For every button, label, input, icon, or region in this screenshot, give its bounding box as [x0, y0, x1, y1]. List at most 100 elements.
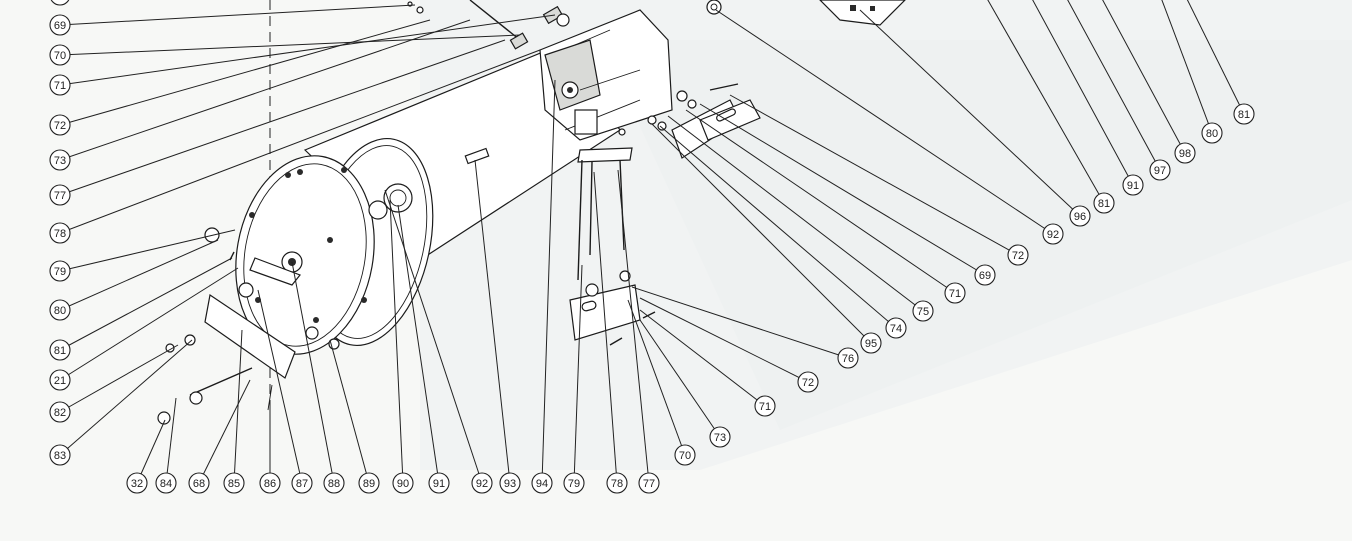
callout-bubble [49, 401, 71, 423]
part-number: 69 [54, 20, 66, 32]
callout-bottom-92: 92 [384, 189, 493, 494]
leader-line [1161, 0, 1213, 134]
leader-line [59, 39, 506, 196]
leader-line [859, 9, 1081, 217]
callout-bottom-75: 75 [667, 115, 934, 322]
callout-left-71: 71 [49, 14, 556, 96]
part-number: 92 [1047, 229, 1059, 241]
callout-bubble [1042, 223, 1064, 245]
callout-left-79: 79 [49, 229, 236, 282]
callout-bubble [428, 472, 450, 494]
callout-bottom-77: 77 [617, 169, 660, 494]
callout-bottom-95: 95 [651, 123, 882, 354]
part-number: 91 [1127, 180, 1139, 192]
callout-bubble [49, 149, 71, 171]
callout-bubble [358, 472, 380, 494]
callout-bottom-91: 91 [1032, 0, 1144, 196]
part-number: 72 [1012, 250, 1024, 262]
cross-hub-pulley [539, 0, 722, 141]
callout-bottom-32: 32 [126, 419, 166, 494]
callout-bubble [1149, 159, 1171, 181]
callout-bubble [1069, 205, 1091, 227]
part-number: 81 [1098, 198, 1110, 210]
callout-bubble [754, 395, 776, 417]
callout-bottom-68: 68 [188, 379, 251, 494]
callout-bottom-80: 80 [1161, 0, 1223, 144]
leader-line [59, 267, 239, 381]
callout-left-83: 83 [49, 339, 193, 466]
callout-bubble [126, 472, 148, 494]
leader-line [233, 329, 243, 484]
callout-bottom-76: 76 [631, 286, 859, 369]
drum-assembly [235, 44, 621, 355]
callout-bottom-71: 71 [685, 109, 966, 304]
callout-bubble [49, 114, 71, 136]
callout-bubble [912, 300, 934, 322]
callout-bottom-88: 88 [291, 261, 345, 494]
part-number: 91 [433, 478, 445, 490]
leader-line [59, 19, 471, 161]
leader-line [291, 261, 335, 484]
callout-bubble [188, 472, 210, 494]
callout-bottom-72: 72 [729, 94, 1029, 266]
part-number: 71 [759, 401, 771, 413]
callout-bubble [1174, 142, 1196, 164]
part-number: 90 [397, 478, 409, 490]
leader-line [987, 0, 1105, 204]
part-number: 95 [865, 338, 877, 350]
callout-bubble [49, 260, 71, 282]
callout-bubble [797, 371, 819, 393]
callout-bubble [885, 317, 907, 339]
callout-bubble [944, 282, 966, 304]
callout-bubble [1201, 122, 1223, 144]
leader-line [659, 125, 897, 329]
part-number: 96 [1074, 211, 1086, 223]
leader-line [59, 239, 219, 311]
callout-bubble [606, 472, 628, 494]
callout-bubble [49, 222, 71, 244]
leader-line [59, 34, 521, 56]
leader-line [59, 257, 233, 351]
leader-line [1032, 0, 1134, 186]
callout-bottom-98: 98 [1102, 0, 1196, 164]
callout-bottom-94: 94 [531, 79, 556, 494]
callout-left-77: 77 [49, 39, 506, 206]
callout-bottom-78: 78 [593, 171, 628, 494]
part-number: 94 [536, 478, 548, 490]
callout-bubble [49, 369, 71, 391]
callout-bottom-73: 73 [639, 319, 731, 448]
callout-bubble [49, 184, 71, 206]
part-number: 75 [917, 306, 929, 318]
leader-line [59, 4, 416, 26]
leader-line [329, 339, 370, 484]
leader-line [729, 94, 1019, 256]
callout-bubble [674, 444, 696, 466]
leader-line [631, 286, 849, 359]
callout-bubble [49, 14, 71, 36]
callout-bubble [1122, 174, 1144, 196]
upper-shaft-parts [407, 0, 570, 50]
callout-bottom-89: 89 [329, 339, 380, 494]
callout-group: 2169707172737778798081218283328468858687… [49, 0, 1255, 494]
leader-line [136, 419, 166, 484]
callout-bubble [323, 472, 345, 494]
callout-bubble [155, 472, 177, 494]
part-number: 85 [228, 478, 240, 490]
callout-bottom-81: 81 [987, 0, 1115, 214]
part-number: 81 [54, 345, 66, 357]
part-number: 78 [611, 478, 623, 490]
callout-bottom-72: 72 [639, 297, 819, 393]
part-number: 70 [54, 50, 66, 62]
callout-bubble [1007, 244, 1029, 266]
part-number: 83 [54, 450, 66, 462]
leader-line [59, 339, 193, 456]
callout-left-80: 80 [49, 239, 219, 321]
leader-line [384, 189, 483, 484]
callout-left-70: 70 [49, 34, 521, 66]
callout-bubble [471, 472, 493, 494]
part-number: 77 [643, 478, 655, 490]
part-number: 80 [1206, 128, 1218, 140]
callout-bubble [392, 472, 414, 494]
